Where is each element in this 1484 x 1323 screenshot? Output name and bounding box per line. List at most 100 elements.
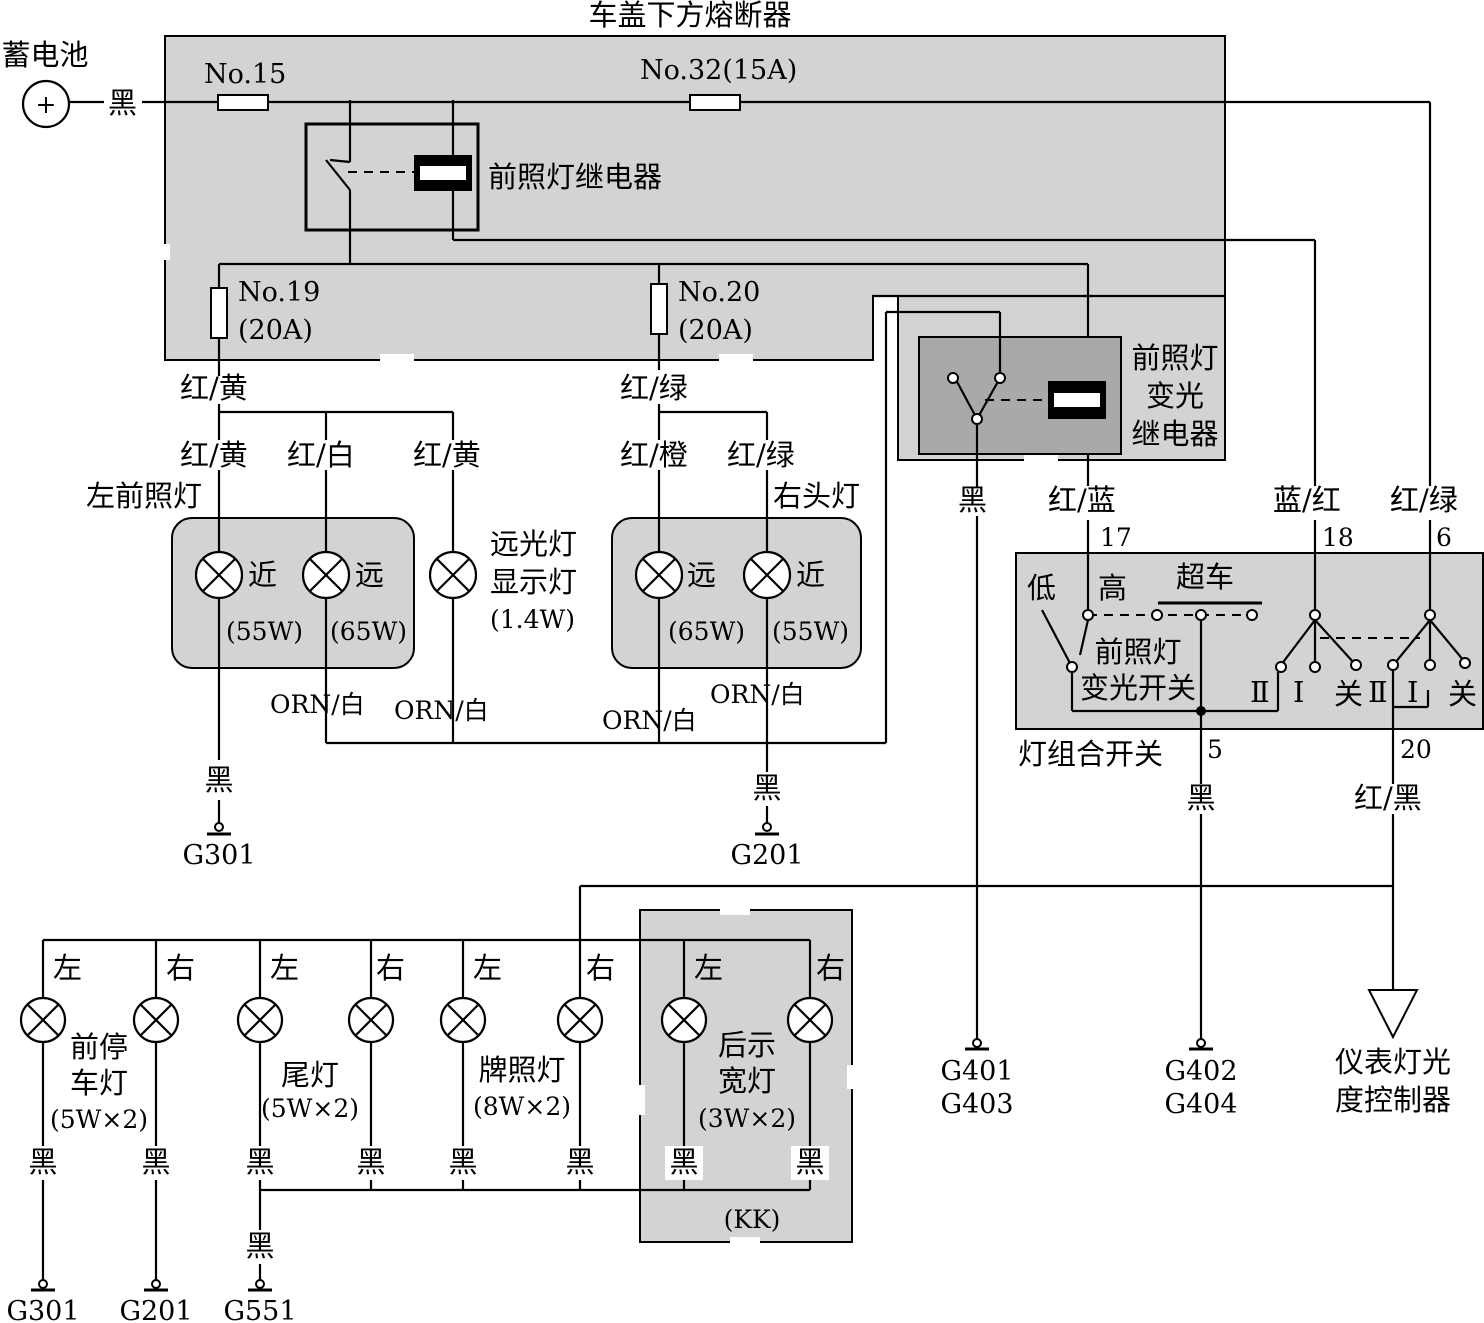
battery-label: 蓄电池: [1, 38, 88, 72]
left-feed-wire: 红/黄: [180, 371, 248, 405]
front-parking-watt: (5W×2): [50, 1105, 148, 1134]
dimmer-relay-label-1: 前照灯: [1131, 341, 1218, 375]
switch-pos1-b: Ⅰ: [1407, 675, 1418, 709]
plate-right-label: 右: [586, 951, 615, 985]
kk-label: (KK): [724, 1205, 781, 1234]
fuse-no32-label: No.32(15A): [640, 55, 797, 86]
left-low-watt: (55W): [226, 617, 303, 646]
switch-pos1-a: Ⅰ: [1293, 675, 1304, 709]
fuse-box-title: 车盖下方熔断器: [588, 0, 791, 32]
ground-g403: G403: [940, 1089, 1013, 1120]
dimmer-control-label-2: 度控制器: [1335, 1083, 1451, 1117]
high-beam-indicator: 远光灯 显示灯 (1.4W): [428, 470, 577, 743]
pin-20: 20: [1400, 735, 1432, 764]
tail-left-label: 左: [270, 951, 299, 985]
switch-pos2-b: Ⅱ: [1368, 675, 1388, 709]
left-high-wire: 红/白: [287, 438, 355, 472]
g301-wire-label: 黑: [204, 763, 233, 797]
front-parking-left-label: 左: [53, 951, 82, 985]
plate-lamp-right: 右: [556, 951, 615, 1190]
orn-wire-1: ORN/白: [270, 690, 365, 719]
fuse-no15-label: No.15: [204, 59, 286, 90]
switch-pos2-a: Ⅱ: [1250, 675, 1270, 709]
ground-g201: G201: [730, 840, 803, 871]
front-parking-lamp-right: 右: [132, 940, 195, 1282]
rear-width-label-2: 宽灯: [718, 1064, 776, 1098]
indicator-watt: (1.4W): [490, 605, 575, 634]
tail-label: 尾灯: [281, 1058, 339, 1092]
fuse-no19-label: No.19: [238, 277, 320, 308]
dimmer-switch-label-1: 前照灯: [1094, 635, 1181, 669]
battery: + 蓄电池 黑: [1, 38, 137, 129]
dimmer-relay-label-3: 继电器: [1131, 417, 1218, 451]
plate-right-black: 黑: [565, 1145, 594, 1179]
switch-off-a: 关: [1334, 677, 1363, 711]
tail-lamp-right: 右: [347, 940, 405, 1190]
right-high-label: 远: [687, 558, 716, 592]
battery-plus: +: [36, 90, 57, 119]
dimmer-switch-label-2: 变光开关: [1080, 671, 1196, 705]
right-low-beam-lamp: [742, 550, 792, 600]
switch-low: 低: [1027, 571, 1056, 605]
tail-right-label: 右: [376, 951, 405, 985]
left-high-watt: (65W): [330, 617, 407, 646]
switch-label: 灯组合开关: [1018, 737, 1163, 771]
front-parking-label-1: 前停: [70, 1030, 128, 1064]
right-headlamp-label: 右头灯: [773, 479, 860, 513]
g551-black: 黑: [245, 1229, 274, 1263]
pin5-wire-label: 黑: [1186, 781, 1215, 815]
left-low-wire: 红/黄: [180, 438, 248, 472]
headlight-relay: 前照灯继电器: [304, 100, 662, 264]
battery-wire-label: 黑: [108, 86, 137, 120]
right-low-wire: 红/绿: [727, 438, 795, 472]
ground-g201-b: G201: [119, 1296, 192, 1323]
rear-width-watt: (3W×2): [698, 1104, 796, 1133]
pin-18: 18: [1322, 523, 1354, 552]
switch-pass: 超车: [1176, 560, 1234, 594]
left-low-label: 近: [248, 558, 277, 592]
ground-g404: G404: [1164, 1089, 1237, 1120]
right-headlamp: 右头灯 远 近 (65W) (55W): [611, 470, 862, 825]
fuse-no19: No.19 (20A): [210, 264, 320, 370]
rw-right-black: 黑: [795, 1145, 824, 1179]
plate-watt: (8W×2): [473, 1092, 571, 1121]
ground-g301-b: G301: [6, 1296, 79, 1323]
plate-left-label: 左: [473, 951, 502, 985]
fuse-no20-label: No.20: [678, 277, 760, 308]
rear-width-right-label: 右: [816, 951, 845, 985]
fuse-no20-rating: (20A): [678, 315, 753, 346]
pin6-wire-label-overlay: 红/绿: [1390, 483, 1458, 517]
dimmer-relay-label-2: 变光: [1146, 379, 1204, 413]
pin18-wire-label-overlay: 蓝/红: [1273, 483, 1341, 517]
fuse-no20: No.20 (20A): [650, 264, 760, 370]
switch-off-b: 关: [1448, 677, 1477, 711]
pin20-wire-label: 红/黑: [1354, 781, 1422, 815]
rear-width-lamp-right: 右: [786, 940, 845, 1190]
right-high-beam-lamp: [634, 550, 684, 600]
left-high-beam-lamp: [301, 550, 351, 600]
fuse-no32: No.32(15A): [640, 55, 797, 111]
pin-6: 6: [1436, 523, 1452, 552]
fuse-no19-rating: (20A): [238, 315, 313, 346]
left-headlamp: 左前照灯 近 远 (55W) (65W): [86, 470, 415, 760]
g201-wire-label: 黑: [752, 771, 781, 805]
fp-left-black: 黑: [28, 1145, 57, 1179]
plate-lamp-left: 左: [439, 940, 502, 1190]
right-feed-wire: 红/绿: [620, 371, 688, 405]
pin-17: 17: [1100, 523, 1132, 552]
orn-wire-2: ORN/白: [394, 696, 489, 725]
right-low-label: 近: [796, 558, 825, 592]
indicator-label-1: 远光灯: [490, 527, 577, 561]
tail-left-black: 黑: [245, 1145, 274, 1179]
front-parking-label-2: 车灯: [70, 1066, 128, 1100]
dimmer-control-label-1: 仪表灯光: [1335, 1045, 1451, 1079]
light-combination-switch: 灯组合开关 低 高 超车 前照灯 变光开关 Ⅱ Ⅰ 关: [1015, 552, 1484, 771]
plate-left-black: 黑: [448, 1145, 477, 1179]
switch-high: 高: [1098, 571, 1127, 605]
ground-g301: G301: [182, 840, 255, 871]
right-high-watt: (65W): [668, 617, 745, 646]
orn-wire-4: ORN/白: [710, 680, 805, 709]
rear-width-label-1: 后示: [718, 1028, 776, 1062]
rw-left-black: 黑: [669, 1145, 698, 1179]
left-headlamp-label: 左前照灯: [86, 479, 202, 513]
